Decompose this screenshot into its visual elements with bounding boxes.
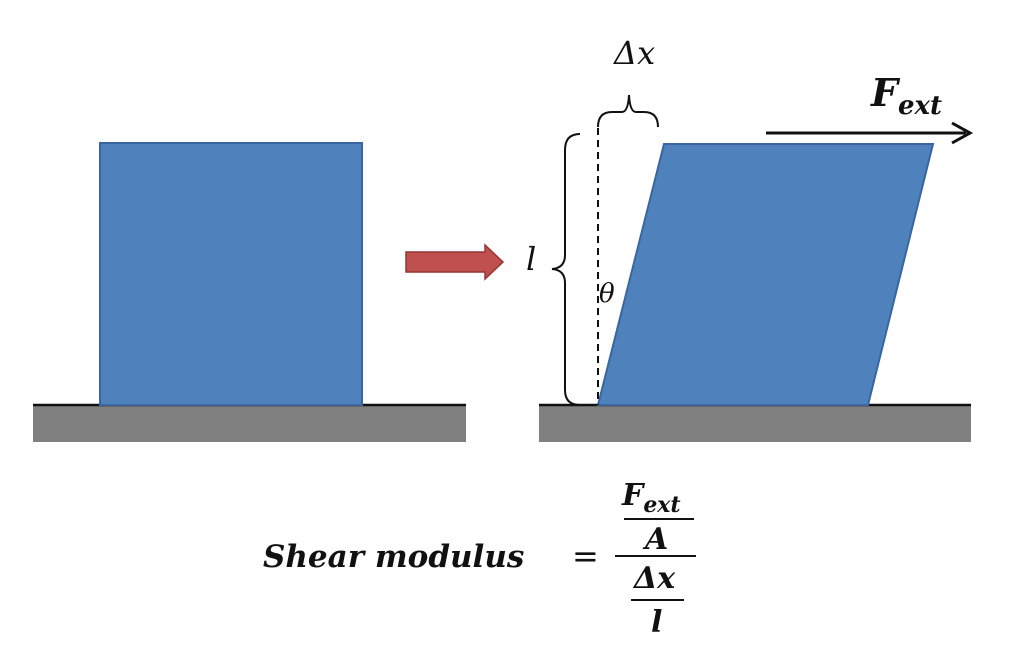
formula-num-top: Fext xyxy=(621,478,681,518)
formula-den-top: Δx xyxy=(632,561,676,596)
force-label: Fext xyxy=(870,70,942,121)
angle-theta-label: θ xyxy=(599,279,615,309)
delta-x-label: Δx xyxy=(612,34,655,72)
force-arrowhead xyxy=(951,121,974,145)
formula-equals: = xyxy=(572,537,599,575)
delta-x-brace xyxy=(597,94,659,128)
formula-lhs: Shear modulus xyxy=(263,539,524,575)
formula-num-bottom: A xyxy=(642,522,668,557)
undeformed-block xyxy=(99,142,363,406)
formula-den-bottom: l xyxy=(651,605,662,640)
right-ground xyxy=(539,405,971,442)
transition-arrow xyxy=(405,243,505,281)
left-ground xyxy=(33,405,466,442)
length-label: l xyxy=(526,240,536,278)
sheared-block xyxy=(596,143,935,406)
length-brace xyxy=(551,133,581,406)
formula-num-top-sub: ext xyxy=(643,492,680,518)
force-label-subscript: ext xyxy=(898,91,942,121)
force-label-main: F xyxy=(870,70,901,115)
formula-num-top-main: F xyxy=(621,478,646,513)
